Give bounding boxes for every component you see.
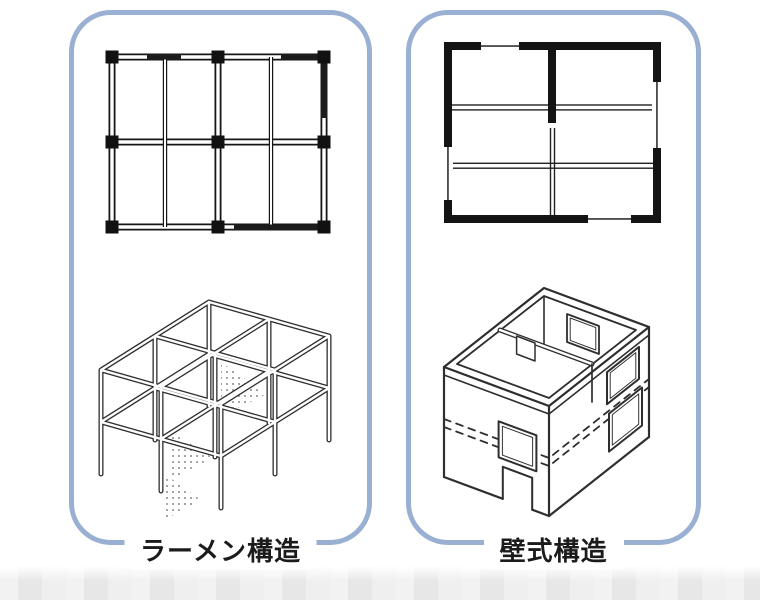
plan-columns-layer [105, 50, 331, 234]
rahmen-floor-plan [105, 50, 331, 234]
left-face-window-opening [497, 420, 538, 473]
plan-scan-artifacts [147, 54, 328, 230]
rim-thickness-line [443, 334, 650, 415]
rahmen-structure-drawing [69, 50, 374, 520]
plan-window-lines [447, 45, 658, 220]
inner-rim [456, 295, 637, 399]
center-wall [548, 42, 556, 125]
partition-door-opening [515, 335, 536, 362]
frame-beams-and-columns [101, 302, 329, 508]
wall-structure-panel: 壁式構造 [406, 10, 701, 569]
bottom-scan-artifact-band [0, 566, 760, 600]
wall-structure-drawing [442, 41, 662, 518]
box-outer-edges [442, 286, 651, 518]
inner-wall-window-opening [566, 313, 600, 355]
rahmen-structure-panel: ラーメン構造 [69, 10, 374, 569]
box-body [444, 288, 649, 516]
plan-bearing-walls [444, 42, 661, 223]
right-face-lower-window-opening [608, 386, 643, 453]
wall-box-model [442, 286, 651, 518]
right-face-upper-window-opening [606, 345, 640, 406]
rahmen-structure-label: ラーメン構造 [124, 536, 317, 569]
front-door-opening [501, 465, 534, 511]
wall-floor-plan [443, 41, 662, 224]
interior-partition-wall [497, 327, 595, 403]
rahmen-frame-model [101, 302, 329, 520]
wall-structure-label: 壁式構造 [483, 536, 624, 569]
